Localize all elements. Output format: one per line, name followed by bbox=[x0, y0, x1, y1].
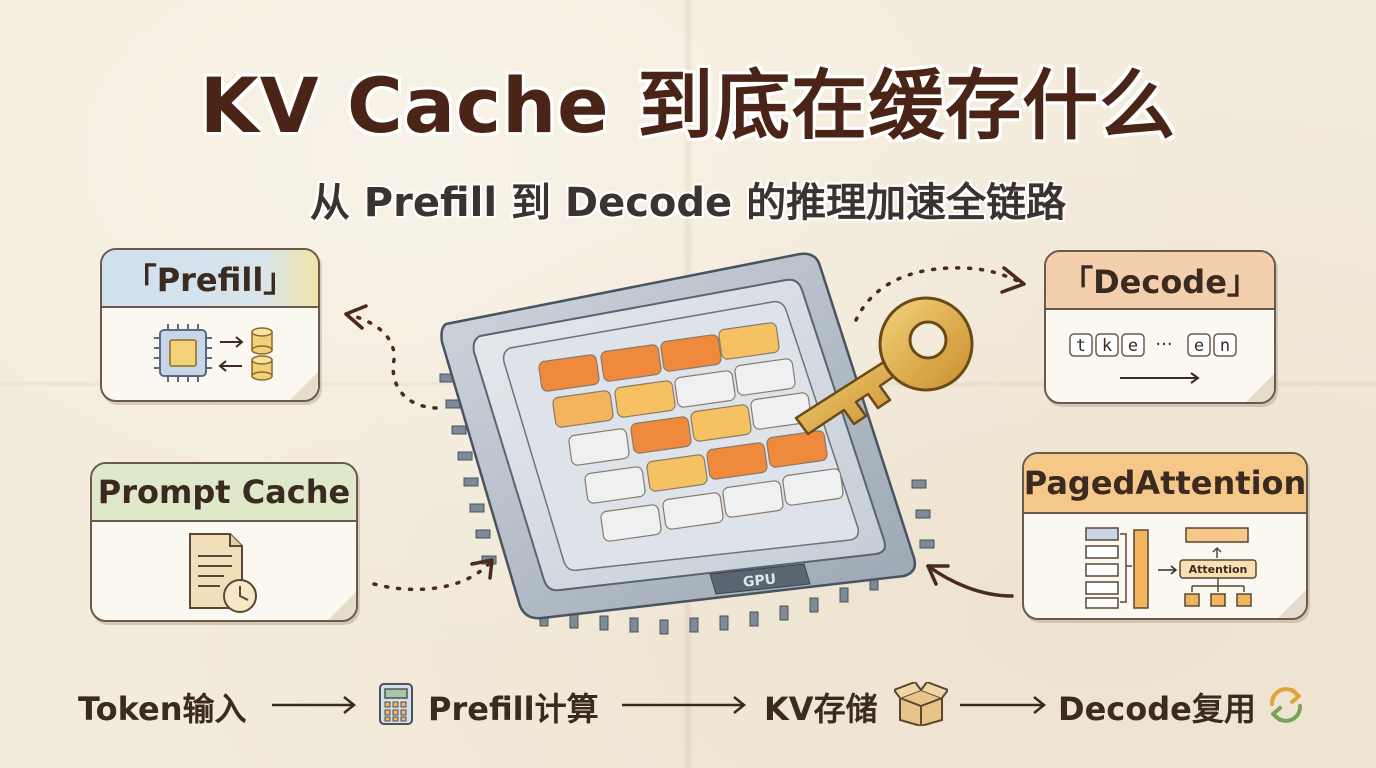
page-title: KV Cache 到底在缓存什么 bbox=[199, 61, 1177, 150]
arrow-from-paged-attention bbox=[926, 564, 1014, 598]
prefill-card-header: 「Prefill」 bbox=[102, 250, 318, 308]
token-box: k bbox=[1095, 333, 1119, 357]
svg-text:t: t bbox=[1076, 336, 1086, 356]
arrow-to-prefill bbox=[344, 312, 438, 410]
token-box: e bbox=[1187, 333, 1211, 357]
svg-text:n: n bbox=[1220, 336, 1230, 356]
prefill-card-label: 「Prefill」 bbox=[124, 261, 296, 299]
prompt-cache-illustration bbox=[189, 533, 257, 613]
prompt-cache-card: Prompt Cache bbox=[90, 462, 358, 622]
flow-step-prefill-compute: Prefill计算 bbox=[428, 690, 599, 728]
arrow-right-icon bbox=[220, 336, 244, 348]
decode-card-body: t k e ··· e n bbox=[1046, 310, 1274, 402]
paged-attention-card: PagedAttention Attention bbox=[1022, 452, 1308, 620]
decode-card-header: 「Decode」 bbox=[1046, 252, 1274, 310]
memory-blocks-icon bbox=[1085, 527, 1119, 609]
page-curl bbox=[1246, 374, 1274, 402]
paged-attention-card-body: Attention bbox=[1024, 514, 1306, 618]
prefill-illustration bbox=[154, 324, 273, 382]
paged-attention-card-label: PagedAttention bbox=[1023, 464, 1307, 502]
document-clock-icon bbox=[189, 533, 257, 613]
prefill-card-body bbox=[102, 308, 318, 400]
gpu-chip-illustration: GPU bbox=[439, 252, 974, 635]
database-icon bbox=[251, 327, 273, 355]
arrow-right-icon bbox=[1158, 565, 1178, 575]
token-ellipsis: ··· bbox=[1155, 334, 1172, 355]
flow-arrow-icon bbox=[960, 696, 1047, 714]
prompt-cache-card-label: Prompt Cache bbox=[97, 473, 351, 511]
token-box: e bbox=[1121, 333, 1145, 357]
token-box: n bbox=[1213, 333, 1237, 357]
flow-step-kv-store: KV存储 bbox=[764, 690, 878, 728]
flow-arrow-icon bbox=[272, 696, 357, 714]
prefill-card: 「Prefill」 bbox=[100, 248, 320, 402]
chip-icon bbox=[154, 324, 212, 382]
arrow-left-icon bbox=[218, 360, 242, 372]
decode-illustration: t k e ··· e n bbox=[1069, 333, 1237, 384]
svg-text:e: e bbox=[1128, 336, 1138, 356]
refresh-icon bbox=[1270, 687, 1302, 723]
gpu-chip: GPU bbox=[439, 252, 935, 635]
paged-attention-illustration: Attention bbox=[1085, 527, 1257, 609]
page-curl bbox=[328, 592, 356, 620]
kv-column bbox=[1133, 529, 1149, 609]
database-icon bbox=[251, 355, 273, 381]
page-curl bbox=[1278, 590, 1306, 618]
token-box: t bbox=[1069, 333, 1093, 357]
flow-step-token-input: Token输入 bbox=[78, 690, 247, 728]
decode-card: 「Decode」 t k e ··· e n bbox=[1044, 250, 1276, 404]
page-curl bbox=[290, 372, 318, 400]
gpu-label: GPU bbox=[742, 571, 777, 590]
arrow-from-prompt-cache bbox=[372, 558, 494, 592]
page-subtitle: 从 Prefill 到 Decode 的推理加速全链路 bbox=[309, 180, 1067, 226]
pipeline-flow: Token输入 Prefill计算 KV存储 Decode复用 bbox=[0, 680, 1376, 730]
flow-step-decode-reuse: Decode复用 bbox=[1058, 690, 1256, 728]
svg-text:k: k bbox=[1102, 336, 1112, 356]
calculator-icon bbox=[379, 683, 413, 725]
prompt-cache-card-header: Prompt Cache bbox=[92, 464, 356, 522]
svg-text:e: e bbox=[1194, 336, 1204, 356]
decode-card-label: 「Decode」 bbox=[1061, 263, 1259, 301]
key-icon bbox=[794, 296, 974, 436]
arrow-right-icon bbox=[1120, 372, 1200, 384]
box-icon bbox=[894, 682, 948, 726]
arrow-to-decode bbox=[854, 266, 1026, 322]
flow-arrow-icon bbox=[622, 696, 747, 714]
paged-attention-card-header: PagedAttention bbox=[1024, 454, 1306, 514]
attention-label: Attention bbox=[1189, 563, 1248, 576]
prompt-cache-card-body bbox=[92, 522, 356, 620]
